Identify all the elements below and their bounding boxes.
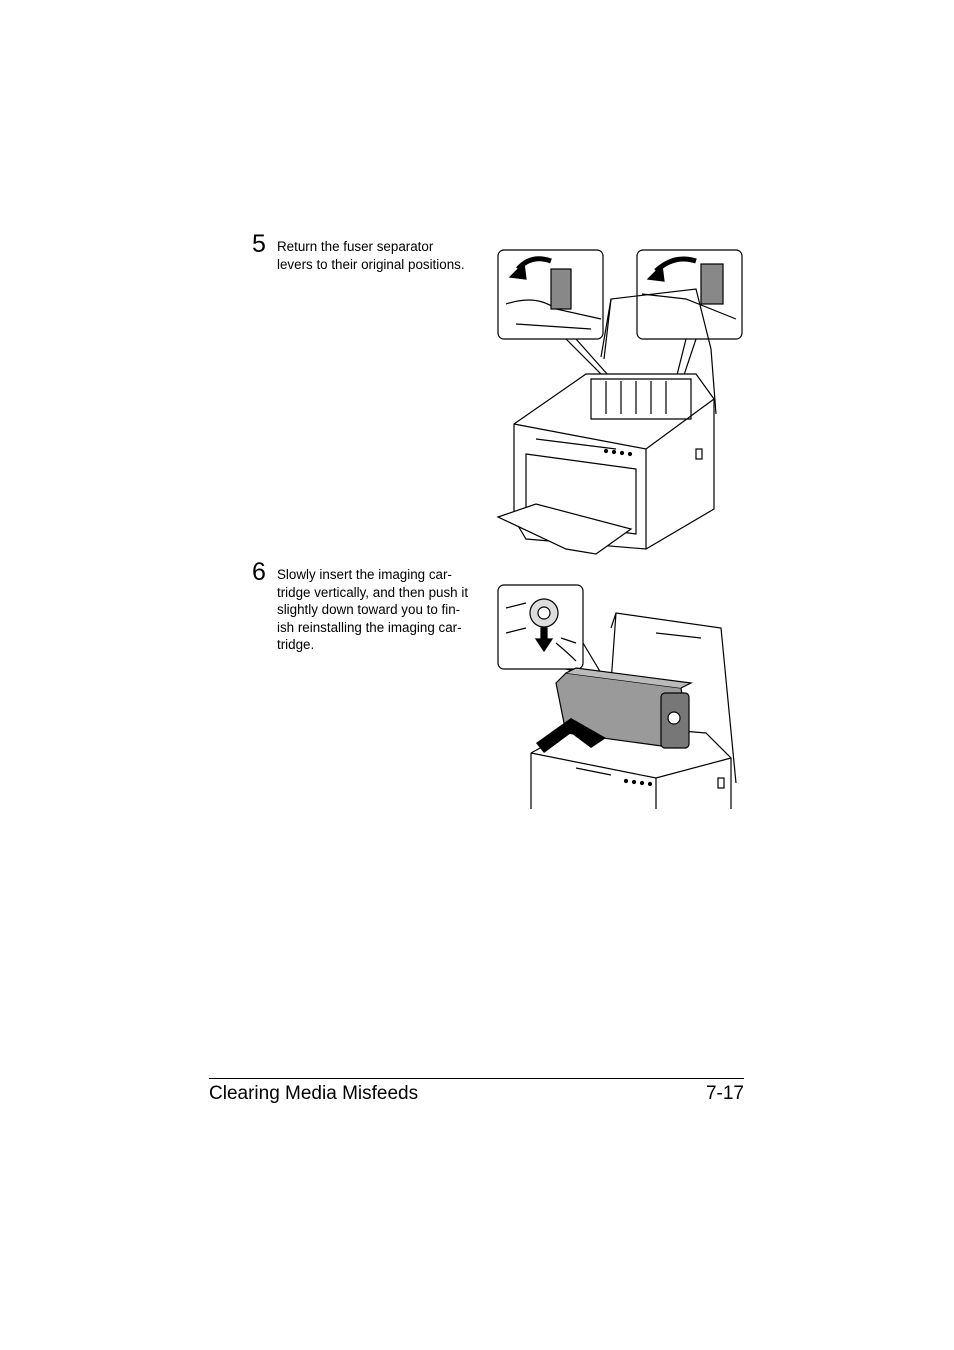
footer-page-number: 7-17	[705, 1083, 744, 1104]
fuser-lever-illustration	[496, 249, 746, 557]
imaging-cartridge-illustration	[496, 583, 746, 809]
footer-section-title: Clearing Media Misfeeds	[209, 1083, 419, 1104]
footer-rule	[209, 1078, 744, 1079]
step-6-instruction: Slowly insert the imaging car- tridge ve…	[277, 567, 469, 653]
step-number-5: 5	[252, 230, 266, 258]
step-number-6: 6	[252, 558, 266, 586]
step-5-instruction: Return the fuser separator levers to the…	[277, 239, 465, 272]
